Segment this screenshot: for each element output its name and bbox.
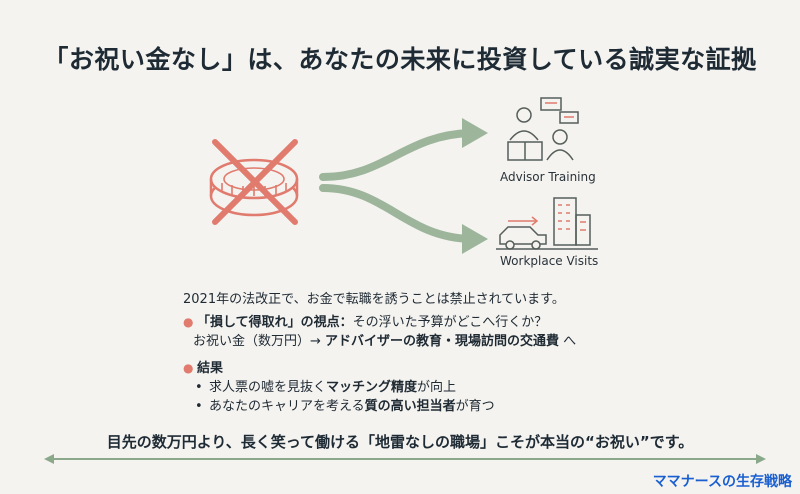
sub-point-2-b: が育つ [455,399,495,414]
sub-point-1-bold: マッチング精度 [326,380,418,395]
footer-message: 目先の数万円より、長く笑って働ける「地雷なしの職場」こそが本当の“お祝い”です。 [106,433,694,451]
sub-point-1: • 求人票の嘘を見抜くマッチング精度が向上 [183,378,495,397]
point-2: ●結果 • 求人票の嘘を見抜くマッチング精度が向上 • あなたのキャリアを考える質の… [183,359,495,416]
sub-point-2: • あなたのキャリアを考える質の高い担当者が育つ [183,397,495,416]
sub-bullet-icon: • [195,399,203,414]
crossed-coin-icon [209,139,299,225]
point-1-rest: その浮いた予算がどこへ行くか？ [352,315,548,330]
page-title: 「お祝い金なし」は、あなたの未来に投資している誠実な証拠 [43,45,757,74]
sub-point-1-a: 求人票の嘘を見抜く [209,380,327,395]
bullet-icon: ● [183,315,194,329]
workplace-visit-icon [496,197,598,250]
sub-bullet-icon: • [195,380,203,395]
point-1-line2-a: お祝い金（数万円）→ [193,334,326,349]
split-arrows [319,118,488,254]
bullet-icon: ● [183,361,194,375]
point-1-bold: 「損して得取れ」の視点： [197,315,353,330]
sub-point-2-a: あなたのキャリアを考える [209,399,365,414]
advisor-training-label: Advisor Training [500,170,596,184]
point-2-heading: 結果 [197,361,224,376]
sub-point-2-bold: 質の高い担当者 [364,399,456,414]
workplace-visits-label: Workplace Visits [500,254,599,268]
advisor-training-icon [507,97,579,161]
brand-logo-text: ママナースの生存戦略 [652,474,792,490]
point-1-line2-b: へ [559,334,577,349]
sub-point-1-b: が向上 [417,380,457,395]
point-1-line2-bold: アドバイザーの教育・現場訪問の交通費 [325,334,560,349]
point-1: ●「損して得取れ」の視点：その浮いた予算がどこへ行くか？ お祝い金（数万円）→ … [183,313,576,351]
lead-text: 2021年の法改正で、お金で転職を誘うことは禁止されています。 [183,292,565,307]
